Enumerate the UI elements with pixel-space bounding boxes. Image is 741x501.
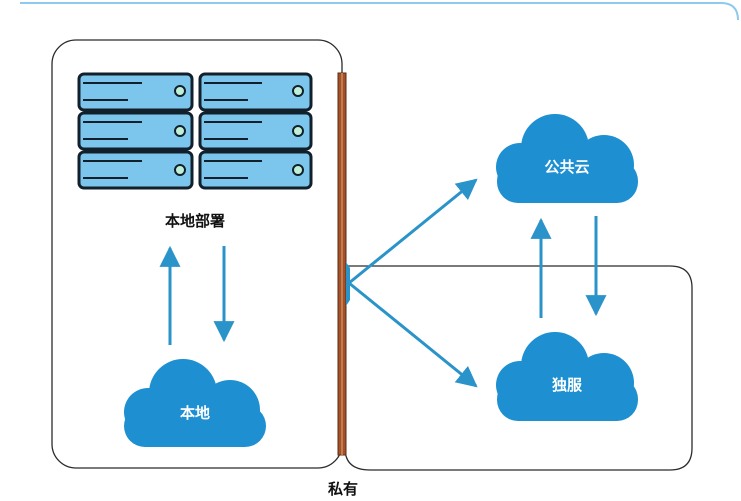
dedicated-cloud-label: 独服 [552, 376, 583, 394]
wall-to-dedicated-arrow [348, 281, 478, 388]
public-cloud-label: 公共云 [544, 158, 589, 176]
dedicated-cloud-icon: 独服 [496, 332, 638, 421]
dedicated-container [344, 265, 693, 471]
wall-connector-tab [346, 262, 350, 306]
private-label: 私有 [327, 480, 358, 498]
local-cloud-icon: 本地 [124, 359, 266, 447]
local-deployment-label: 本地部署 [165, 212, 225, 230]
wall-to-public-arrow [348, 178, 478, 285]
local-cloud-label: 本地 [180, 404, 210, 422]
outer-accent-border [20, 2, 739, 21]
server-rack-icon [77, 72, 313, 190]
public-cloud-icon: 公共云 [496, 114, 638, 203]
